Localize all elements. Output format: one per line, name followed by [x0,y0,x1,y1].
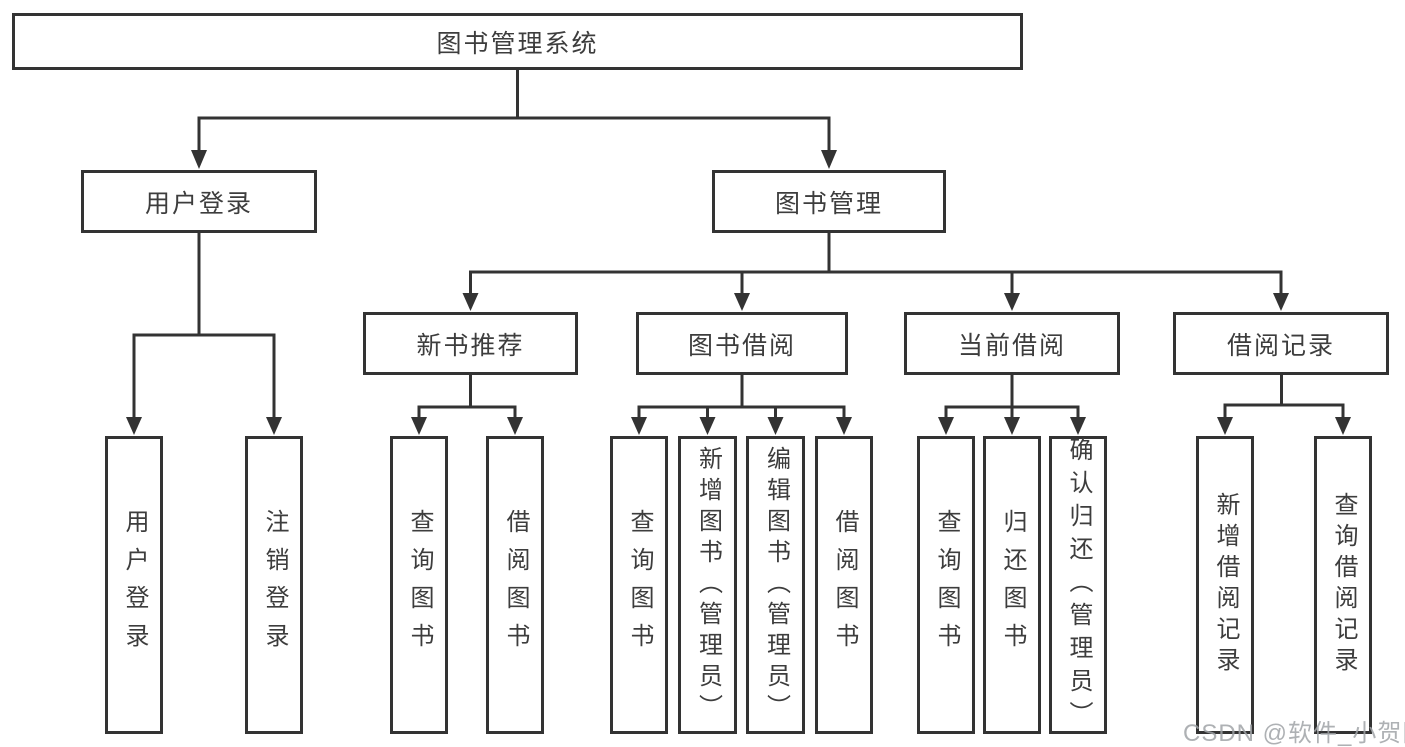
leaf-query-borrow-record: 查询借阅记录 [1314,436,1372,734]
connector-bookborrow-to-leaves [631,373,852,435]
leaf-user-login-label: 用户登录 [121,509,148,661]
node-root-system: 图书管理系统 [12,13,1023,70]
leaf-current-query-books: 查询图书 [917,436,975,734]
leaf-add-books-admin: 新增图书（管理员） [678,436,737,734]
node-current-borrowing-label: 当前借阅 [957,331,1066,360]
leaf-confirm-return-admin-label: 确认归还（管理员） [1065,436,1092,734]
leaf-edit-books-admin: 编辑图书（管理员） [746,436,805,734]
leaf-borrow-books: 借阅图书 [815,436,873,734]
leaf-logout-label: 注销登录 [261,509,288,661]
node-user-login-module-label: 用户登录 [144,189,253,218]
connector-newbook-to-leaves [411,373,523,435]
node-book-borrowing: 图书借阅 [636,312,848,375]
node-book-borrowing-label: 图书借阅 [687,331,796,360]
leaf-newbook-query-books-label: 查询图书 [406,509,433,661]
leaf-newbook-query-books: 查询图书 [390,436,448,734]
leaf-return-books-label: 归还图书 [999,509,1026,661]
leaf-newbook-borrow-books: 借阅图书 [486,436,544,734]
node-new-book-recommendation-label: 新书推荐 [416,331,525,360]
leaf-add-books-admin-label: 新增图书（管理员） [694,445,722,725]
leaf-confirm-return-admin: 确认归还（管理员） [1049,436,1107,734]
node-book-management-module-label: 图书管理 [774,189,883,218]
node-user-login-module: 用户登录 [81,170,317,233]
node-book-management-module: 图书管理 [712,170,946,233]
connector-currentborrow-to-leaves [938,373,1086,435]
leaf-user-login: 用户登录 [105,436,163,734]
node-borrowing-records: 借阅记录 [1173,312,1389,375]
leaf-edit-books-admin-label: 编辑图书（管理员） [762,445,790,725]
leaf-current-query-books-label: 查询图书 [933,509,960,661]
node-current-borrowing: 当前借阅 [904,312,1120,375]
connector-bookmgmt-to-level3 [462,231,1289,311]
csdn-watermark: CSDN @软件_小贺同学 [1183,720,1405,747]
connector-root-to-level2 [191,68,837,169]
leaf-query-borrow-record-label: 查询借阅记录 [1330,492,1357,678]
leaf-borrow-query-books-label: 查询图书 [626,509,653,661]
node-borrowing-records-label: 借阅记录 [1226,331,1335,360]
leaf-return-books: 归还图书 [983,436,1041,734]
leaf-newbook-borrow-books-label: 借阅图书 [502,509,529,661]
connector-borrowrecords-to-leaves [1217,373,1351,435]
leaf-add-borrow-record: 新增借阅记录 [1196,436,1254,734]
leaf-add-borrow-record-label: 新增借阅记录 [1212,492,1239,678]
leaf-logout: 注销登录 [245,436,303,734]
node-new-book-recommendation: 新书推荐 [363,312,578,375]
connector-userlogin-to-leaves [126,231,282,435]
leaf-borrow-books-label: 借阅图书 [831,509,858,661]
node-root-system-label: 图书管理系统 [436,29,599,58]
leaf-borrow-query-books: 查询图书 [610,436,668,734]
